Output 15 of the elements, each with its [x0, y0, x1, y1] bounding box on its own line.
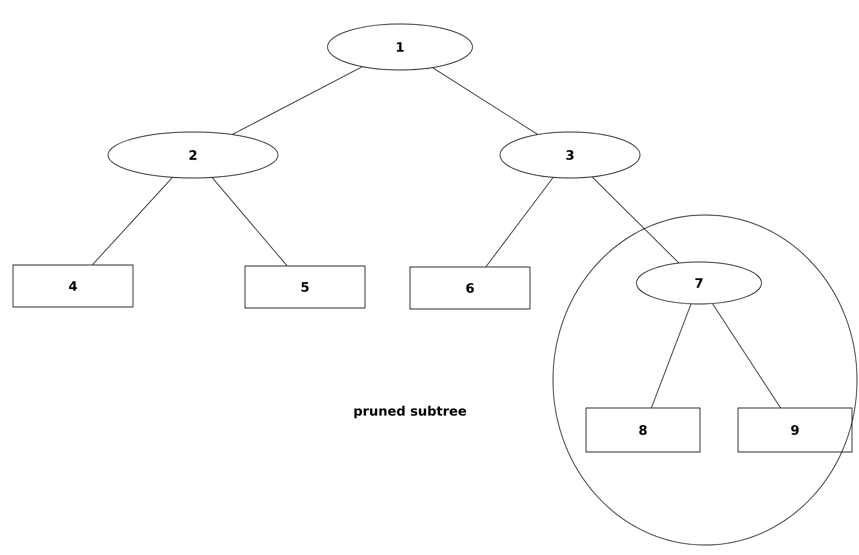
leaf-box: 5	[244, 266, 366, 308]
leaf-box: 6	[410, 266, 530, 310]
subtree-circle	[552, 214, 858, 546]
connector-line	[651, 304, 692, 408]
caption-text: pruned subtree	[354, 406, 466, 418]
connector-line	[92, 177, 173, 265]
leaf-box: 8	[586, 408, 700, 452]
leaf-box: 4	[12, 264, 134, 308]
connector-line	[232, 66, 362, 135]
connector-line	[212, 177, 288, 266]
leaf-box: 9	[738, 408, 852, 452]
connector-line	[432, 68, 538, 135]
connector-line	[486, 177, 554, 267]
connector-line	[592, 176, 679, 264]
connector-line	[712, 304, 781, 408]
